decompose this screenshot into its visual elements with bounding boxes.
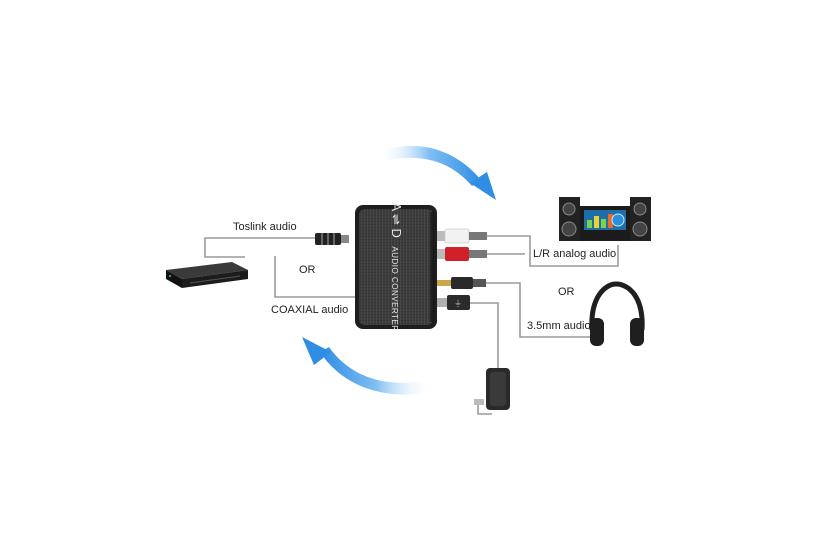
toslink-plug [315, 233, 349, 245]
svg-text:⏚: ⏚ [454, 299, 462, 308]
coaxial-label: COAXIAL audio [271, 304, 349, 316]
flow-arrow-top [378, 145, 496, 200]
converter-device [355, 205, 437, 329]
coaxial-cable [274, 256, 355, 298]
lr-analog-label: L/R analog audio [532, 248, 618, 260]
headphones-icon [589, 281, 645, 346]
rca-cable-white [487, 235, 619, 267]
power-adapter-icon [474, 368, 510, 410]
usb-plug: ⏚ [437, 295, 470, 310]
converter-brand: A ⇌ D [389, 202, 404, 238]
dvd-player-icon [166, 262, 248, 288]
usb-power-cable [470, 302, 499, 370]
or-right-label: OR [558, 286, 575, 298]
adapter-plug-cable [477, 404, 492, 415]
mm35-label: 3.5mm audio [527, 320, 591, 332]
converter-model: AUDIO CONVERTER [390, 246, 399, 332]
flow-arrow-bottom [302, 337, 432, 395]
converter-label: A ⇌ D AUDIO CONVERTER [387, 202, 405, 331]
aux-cable [486, 282, 592, 338]
rca-plug-white [437, 228, 487, 244]
or-left-label: OR [299, 264, 316, 276]
toslink-label: Toslink audio [233, 221, 297, 233]
aux-plug [437, 277, 486, 289]
speaker-system-icon [559, 197, 651, 241]
rca-plug-red [437, 247, 487, 261]
cables [204, 235, 619, 415]
toslink-cable [204, 237, 315, 258]
